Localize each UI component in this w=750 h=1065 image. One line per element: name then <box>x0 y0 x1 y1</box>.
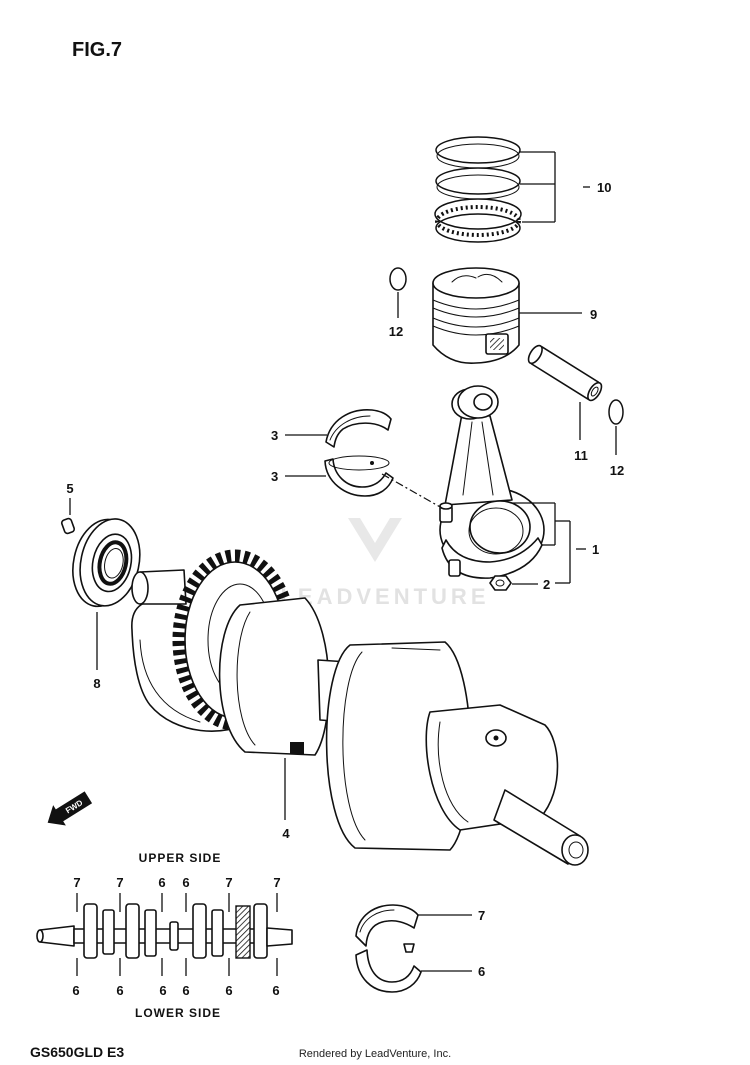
lower-code: 6 <box>116 983 123 998</box>
oil-ring <box>434 198 522 243</box>
watermark-logo <box>348 518 402 562</box>
piston-rings <box>434 136 522 243</box>
callout-circlip-right: 12 <box>610 463 624 478</box>
lower-code-leaders <box>76 958 278 976</box>
callout-conrod-bearing-upper: 3 <box>271 428 278 443</box>
callout-conrod-bearing-lower: 3 <box>271 469 278 484</box>
callout-piston: 9 <box>590 307 597 322</box>
upper-code: 7 <box>116 875 123 890</box>
crank-web-1 <box>218 597 330 756</box>
watermark-text: LEADVENTURE <box>280 584 489 609</box>
callout-conrod-nut: 2 <box>543 577 550 592</box>
callout-circlip-left: 12 <box>389 324 403 339</box>
journal-bearing-lower <box>355 943 422 993</box>
lower-code: 6 <box>225 983 232 998</box>
upper-code: 6 <box>182 875 189 890</box>
lower-code: 6 <box>159 983 166 998</box>
piston-pin <box>527 344 603 402</box>
upper-code-leaders <box>76 893 278 912</box>
assembly-centerline <box>381 473 443 509</box>
lower-code: 6 <box>72 983 79 998</box>
connecting-rod-leader <box>512 502 586 584</box>
upper-code: 7 <box>273 875 280 890</box>
conrod-nut-bore <box>495 579 505 587</box>
dowel-pin <box>60 517 76 535</box>
callout-connecting-rod: 1 <box>592 542 599 557</box>
oil-seal <box>72 518 141 608</box>
callout-journal-bearing-lower: 6 <box>478 964 485 979</box>
lower-code: 6 <box>182 983 189 998</box>
callout-crankshaft: 4 <box>282 826 290 841</box>
callout-journal-bearing-upper: 7 <box>478 908 485 923</box>
piston <box>432 267 520 364</box>
crankshaft-side-view <box>36 903 293 959</box>
conrod-nut <box>489 575 512 591</box>
conrod-bearing-upper <box>325 409 392 448</box>
fwd-arrow-icon: FWD <box>47 791 93 826</box>
upper-code: 7 <box>73 875 80 890</box>
piston-rings-leader <box>520 151 590 223</box>
crank-web-2 <box>325 641 472 851</box>
lower-codes: 6 6 6 6 6 6 <box>72 983 279 998</box>
upper-code: 7 <box>225 875 232 890</box>
second-ring <box>435 167 521 200</box>
connecting-rod <box>439 385 545 579</box>
crankshaft <box>131 549 589 866</box>
model-code: GS650GLD E3 <box>30 1044 124 1060</box>
circlip-right <box>608 399 624 425</box>
upper-code: 6 <box>158 875 165 890</box>
upper-side-title: UPPER SIDE <box>139 851 222 865</box>
credit-line: Rendered by LeadVenture, Inc. <box>299 1048 451 1060</box>
watermark: LEADVENTURE <box>280 518 489 609</box>
callout-piston-rings: 10 <box>597 180 611 195</box>
lower-code: 6 <box>272 983 279 998</box>
conrod-bearing-lower <box>324 455 394 497</box>
circlip-left <box>389 267 407 291</box>
upper-codes: 7 7 6 6 7 7 <box>73 875 280 890</box>
callout-dowel-pin: 5 <box>66 481 73 496</box>
journal-bearing-upper <box>355 904 419 947</box>
lower-side-title: LOWER SIDE <box>135 1006 221 1020</box>
crank-right-end <box>493 789 581 865</box>
callout-oil-seal: 8 <box>93 676 100 691</box>
callout-piston-pin: 11 <box>574 448 588 463</box>
top-ring <box>435 136 521 169</box>
figure-title: FIG.7 <box>72 39 122 61</box>
